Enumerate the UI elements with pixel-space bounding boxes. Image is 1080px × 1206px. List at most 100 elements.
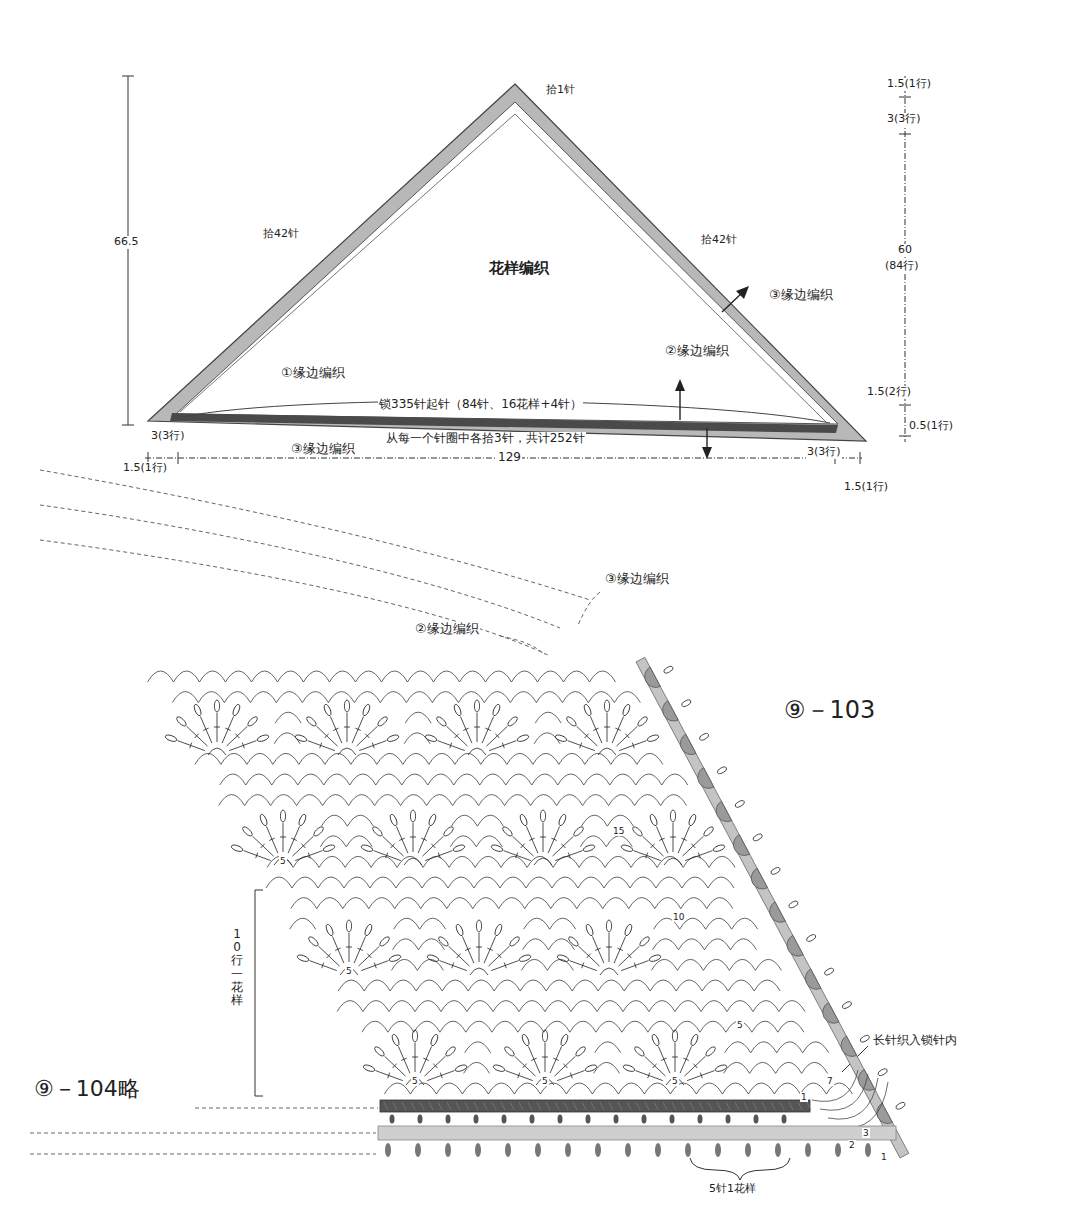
edging: [636, 657, 909, 1158]
stitch-bar: [563, 1064, 567, 1068]
puff-stitch: [256, 734, 269, 743]
puff-stitch: [620, 844, 633, 853]
chain-mark: [519, 1102, 523, 1110]
chain-mark: [582, 1102, 586, 1110]
dashed-line: [30, 1154, 376, 1155]
treble-stitch: [200, 716, 212, 743]
treble-stitch: [643, 836, 664, 856]
treble-stitch: [413, 823, 414, 852]
puff-stitch: [362, 1064, 375, 1073]
treble-stitch: [491, 961, 518, 971]
puff-stitch: [636, 715, 648, 727]
puff-stitch: [214, 700, 219, 712]
puff-stitch: [259, 813, 269, 826]
edging-line: [180, 114, 826, 422]
chain-mark: [681, 1102, 685, 1110]
puff-stitch: [164, 734, 177, 743]
stitch-bar: [308, 853, 310, 859]
picot: [859, 1034, 870, 1043]
base-arch: [208, 748, 226, 755]
chain-mark: [654, 1102, 658, 1110]
scallop: [716, 801, 732, 821]
puff-stitch: [437, 935, 449, 947]
picot-drop: [775, 1143, 781, 1157]
picot-drop: [535, 1143, 541, 1157]
foundation: [378, 1100, 896, 1157]
treble-stitch: [614, 936, 626, 963]
puff-stitch: [246, 715, 258, 727]
treble-stitch: [617, 726, 638, 746]
dimension-tick: [899, 436, 911, 437]
edging-row: [812, 1070, 858, 1101]
chain-mark: [384, 1102, 388, 1110]
chain-mark: [528, 1102, 532, 1110]
puff-stitch: [428, 813, 438, 826]
dimension-tick: [122, 425, 134, 426]
part-name: ②缘边编织: [414, 622, 480, 637]
foundation-band: [170, 413, 838, 433]
stitch-bar: [604, 727, 610, 728]
treble-stitch: [293, 836, 314, 856]
chain-mark: [744, 1102, 748, 1110]
chain-mark: [645, 1102, 649, 1110]
chain-mark: [564, 1102, 568, 1110]
dimension-label: 3(3行): [806, 446, 842, 459]
puff-stitch: [704, 1045, 716, 1057]
dimension-label: (84行): [884, 260, 920, 273]
stitch-bar: [580, 743, 582, 749]
crochet-chart: [148, 657, 909, 1158]
dashed-curve: [40, 470, 590, 600]
row-number: 2: [848, 1140, 856, 1150]
chain-mark: [555, 1102, 559, 1110]
puff-stitch: [230, 844, 243, 853]
stitch-bar: [531, 1058, 537, 1060]
chain-mark: [510, 1102, 514, 1110]
chain-loop-row: [195, 753, 663, 764]
picot: [681, 699, 692, 708]
stitch-bar: [661, 1058, 667, 1060]
stitch-bar: [438, 853, 440, 859]
base-arch: [664, 858, 682, 865]
edging-stitch: [698, 1115, 703, 1124]
treble-stitch: [685, 851, 712, 861]
puff-stitch: [506, 715, 518, 727]
treble-stitch: [619, 946, 640, 966]
treble-stitch: [555, 1056, 576, 1076]
puff-stitch: [307, 935, 319, 947]
chain-loop-row: [220, 774, 688, 785]
puff-stitch: [631, 825, 643, 837]
picot-drop: [745, 1143, 751, 1157]
edging-stitch: [446, 1115, 451, 1124]
scallop: [877, 1103, 893, 1123]
chain-loop-row: [384, 1083, 852, 1094]
picot-drop: [505, 1143, 511, 1157]
stitch-bar: [327, 954, 331, 958]
stitch-bar: [412, 1057, 418, 1058]
stitch-bar: [235, 734, 239, 738]
puff-stitch: [175, 715, 187, 727]
stitch-count: 5: [411, 1076, 419, 1086]
treble-stitch: [548, 826, 560, 853]
treble-stitch: [656, 826, 668, 853]
dimension-tick: [899, 134, 911, 135]
edging-stitch: [390, 1115, 395, 1124]
part-name: ①缘边编织: [280, 366, 346, 381]
chain-mark: [456, 1102, 460, 1110]
treble-stitch: [658, 1046, 670, 1073]
puff-stitch: [622, 1064, 635, 1073]
chain-mark: [807, 1102, 811, 1110]
treble-stitch: [310, 961, 337, 971]
edging-row: [836, 1082, 888, 1128]
scallop: [698, 768, 714, 789]
puff-stitch: [294, 734, 307, 743]
treble-stitch: [425, 851, 452, 861]
edging-stitch: [586, 1115, 591, 1124]
chain-mark: [609, 1102, 613, 1110]
stitch-bar: [485, 728, 491, 730]
treble-stitch: [482, 716, 494, 743]
treble-stitch: [513, 836, 534, 856]
dimension-label: 1.5(1行): [122, 462, 168, 475]
chain-mark: [762, 1102, 766, 1110]
treble-stitch: [621, 961, 648, 971]
stitch-bar: [388, 1073, 390, 1079]
